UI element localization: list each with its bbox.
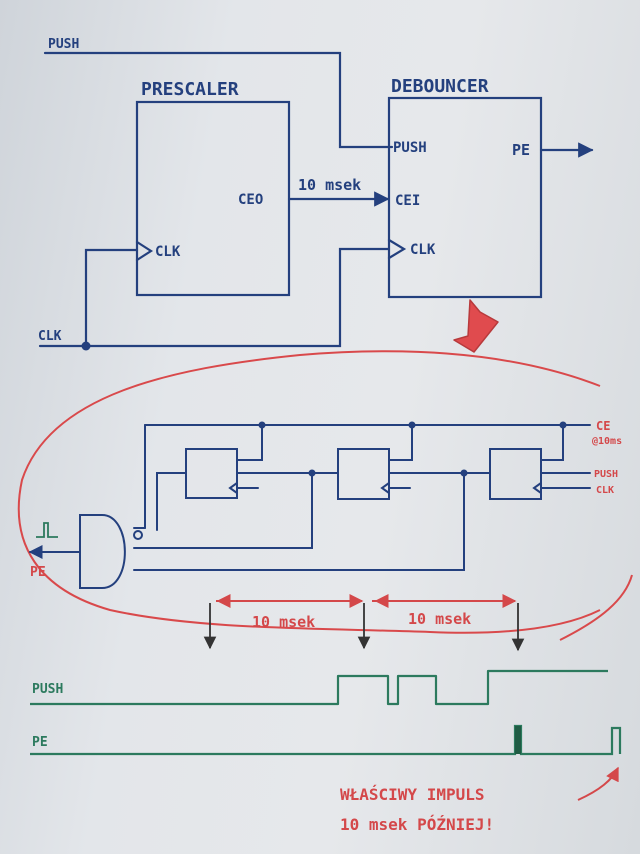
prescaler-box [135,100,291,297]
ce-to-ff3 [540,424,564,461]
push-input-label: PUSH [48,37,79,52]
debouncer-title: DEBOUNCER [391,76,489,97]
prescaler-ceo-label: CEO [238,192,263,208]
junction-dot [559,421,567,429]
clk-branch-wire [84,248,139,348]
zoom-outline-right [559,574,633,641]
prescaler-title: PRESCALER [141,79,239,100]
flip-flop-1 [185,448,238,499]
zoom-outline [17,350,601,634]
debouncer-clk-label: CLK [410,242,436,258]
zoom-arrow [453,299,499,353]
debouncer-push-label: PUSH [393,140,427,156]
and-gate [79,514,126,589]
ff2-clk-triangle [380,482,390,494]
pe-pulse-bar [515,726,521,754]
push-waveform [30,669,608,706]
push-wire [43,51,394,149]
ff2-tap-wire [133,472,313,549]
flip-flop-3 [489,448,542,500]
ff3-tap-wire [133,472,465,571]
interval-2-label: 10 msek [408,610,471,628]
inverter-bubble [133,530,143,540]
note-arrow [577,766,619,801]
ce-rate-label: @10ms [592,436,622,447]
timing-push-label: PUSH [32,682,63,697]
junction-dot [460,469,468,477]
clk-wire [38,247,391,348]
interval-1-label: 10 msek [252,613,315,631]
timing-pe-label: PE [32,735,48,750]
clk-junction-dot [81,341,91,351]
schematic-clk-label: CLK [596,485,614,496]
top-block-diagram [38,51,594,348]
ff3-clk-triangle [532,482,542,494]
schematic-pe-label: PE [30,565,46,580]
debouncer-pe-label: PE [512,141,530,159]
note-line-1: WŁAŚCIWY IMPULS [340,785,485,804]
junction-dot [308,469,316,477]
note-line-2: 10 msek PÓŹNIEJ! [340,815,494,834]
schematic-push-label: PUSH [594,469,618,480]
ff1-out-wire [156,472,187,531]
schematic [28,424,591,589]
ce-to-ff2 [388,424,413,461]
junction-dot [258,421,266,429]
prescaler-clk-label: CLK [155,244,181,260]
flip-flop-2 [337,448,390,500]
clk-input-label: CLK [38,329,62,344]
pe-pulse-glyph [36,522,58,538]
debouncer-clk-triangle [387,238,407,260]
debouncer-cei-label: CEI [395,193,420,209]
ceo-cei-wire-label: 10 msek [298,176,361,194]
prescaler-clk-triangle [135,240,154,262]
pe-waveform [30,724,622,756]
timing-markers [203,603,525,652]
ff1-clk-triangle [228,482,238,494]
junction-dot [408,421,416,429]
ce-label: CE [596,419,610,433]
ce-to-ff1 [236,424,263,461]
